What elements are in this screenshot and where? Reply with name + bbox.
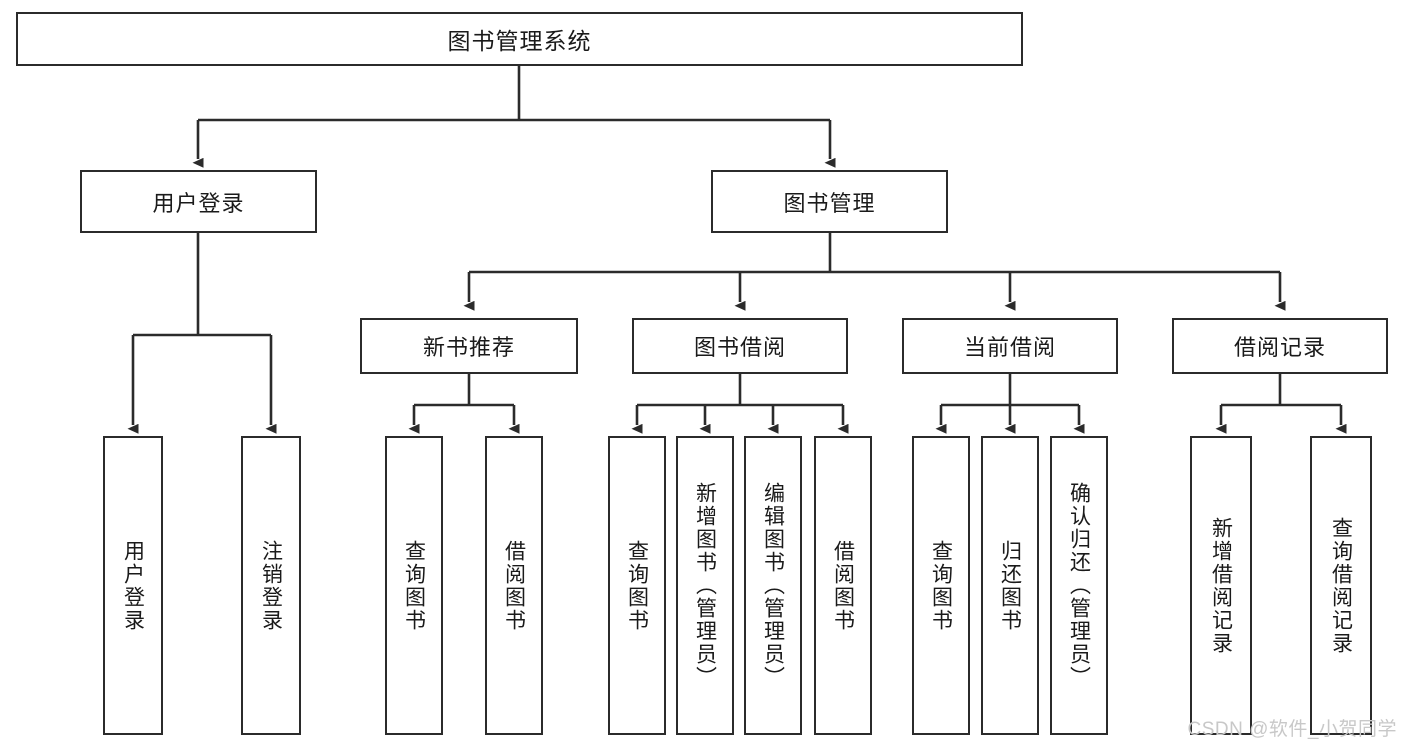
node-root-system[interactable]: 图书管理系统 (16, 12, 1023, 66)
node-book-borrow[interactable]: 图书借阅 (632, 318, 848, 374)
node-label: 图书管理 (783, 190, 876, 216)
leaf-record-add-record[interactable]: 新增借阅记录 (1190, 436, 1252, 735)
node-label: 编辑图书（管理员） (761, 482, 785, 689)
node-label: 用户登录 (121, 539, 145, 632)
leaf-borrow-query-book[interactable]: 查询图书 (608, 436, 666, 735)
node-label: 当前借阅 (963, 335, 1056, 360)
node-user-login[interactable]: 用户登录 (80, 170, 317, 233)
node-label: 图书借阅 (693, 335, 786, 360)
leaf-new-book-borrow[interactable]: 借阅图书 (485, 436, 543, 735)
watermark: CSDN @软件_小贺同学 (1187, 719, 1397, 740)
node-current-borrow[interactable]: 当前借阅 (902, 318, 1118, 374)
node-label: 查询借阅记录 (1329, 516, 1353, 655)
leaf-borrow-add-book[interactable]: 新增图书（管理员） (676, 436, 734, 735)
node-label: 新增图书（管理员） (693, 482, 717, 689)
node-label: 图书管理系统 (447, 28, 592, 54)
node-label: 借阅图书 (831, 539, 855, 632)
node-label: 查询图书 (625, 539, 649, 632)
leaf-new-book-query[interactable]: 查询图书 (385, 436, 443, 735)
node-label: 查询图书 (402, 539, 426, 632)
node-label: 新书推荐 (422, 335, 515, 360)
leaf-current-confirm-return[interactable]: 确认归还（管理员） (1050, 436, 1108, 735)
node-label: 注销登录 (259, 539, 283, 632)
leaf-current-return-book[interactable]: 归还图书 (981, 436, 1039, 735)
node-label: 查询图书 (929, 539, 953, 632)
node-label: 借阅记录 (1233, 335, 1326, 360)
leaf-user-login-login[interactable]: 用户登录 (103, 436, 163, 735)
node-book-management[interactable]: 图书管理 (711, 170, 948, 233)
leaf-borrow-edit-book[interactable]: 编辑图书（管理员） (744, 436, 802, 735)
node-borrow-record[interactable]: 借阅记录 (1172, 318, 1388, 374)
node-label: 归还图书 (998, 539, 1022, 632)
node-new-book-recommend[interactable]: 新书推荐 (360, 318, 578, 374)
leaf-user-login-logout[interactable]: 注销登录 (241, 436, 301, 735)
node-label: 新增借阅记录 (1209, 516, 1233, 655)
leaf-current-query-book[interactable]: 查询图书 (912, 436, 970, 735)
leaf-borrow-borrow-book[interactable]: 借阅图书 (814, 436, 872, 735)
node-label: 确认归还（管理员） (1067, 482, 1091, 689)
node-label: 用户登录 (152, 190, 245, 216)
node-label: 借阅图书 (502, 539, 526, 632)
leaf-record-query-record[interactable]: 查询借阅记录 (1310, 436, 1372, 735)
